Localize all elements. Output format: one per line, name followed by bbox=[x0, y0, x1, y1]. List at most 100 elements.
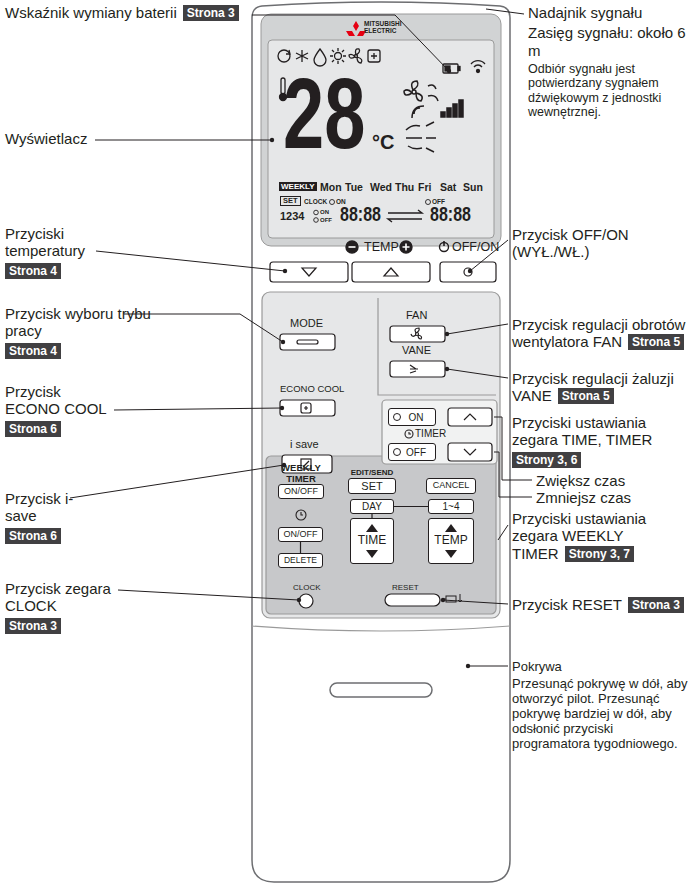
mode-icons bbox=[371, 53, 377, 59]
function-buttons bbox=[390, 326, 445, 342]
function-buttons bbox=[464, 414, 476, 420]
remote-text: ON bbox=[320, 209, 329, 216]
button-label: OFF bbox=[398, 447, 426, 458]
reset-battery-symbol bbox=[444, 594, 462, 602]
leader-dots bbox=[270, 138, 274, 142]
remote-button: TEMP bbox=[428, 518, 474, 564]
time-transfer-arrows bbox=[388, 210, 422, 222]
function-buttons bbox=[385, 594, 440, 606]
callout-text: Przycisk zegara CLOCK bbox=[5, 580, 120, 615]
leader-dots bbox=[281, 340, 285, 344]
top-buttons bbox=[464, 268, 472, 276]
function-buttons bbox=[464, 449, 476, 455]
remote-text: TIMER bbox=[415, 428, 446, 440]
display-clock-glyphs bbox=[330, 200, 335, 205]
button-label: SET bbox=[361, 480, 382, 492]
top-buttons bbox=[270, 262, 496, 282]
function-buttons bbox=[301, 403, 311, 413]
remote-button: DELETE bbox=[278, 553, 323, 568]
callout-text: Przycisk i-save bbox=[5, 490, 85, 525]
weekly-clock-icon bbox=[301, 512, 303, 515]
battery-indicator-icon bbox=[443, 64, 460, 73]
remote-text: ECONO COOL bbox=[280, 384, 344, 395]
cover bbox=[252, 626, 510, 697]
leader-dots bbox=[441, 598, 445, 602]
function-buttons bbox=[448, 443, 492, 461]
leader-lines bbox=[96, 251, 285, 271]
temp-symbols bbox=[403, 244, 410, 251]
function-buttons bbox=[390, 361, 445, 377]
leader-lines bbox=[118, 590, 299, 600]
reset-battery-symbol bbox=[444, 594, 462, 602]
remote-text: CLOCK bbox=[293, 583, 321, 592]
fan-vane-icons bbox=[453, 104, 457, 117]
callout-text: Przyciski ustawiania zegara TIME, TIMER bbox=[512, 414, 662, 449]
battery-indicator-icon bbox=[445, 66, 450, 71]
up-triangle bbox=[445, 524, 457, 532]
leader-dots bbox=[297, 598, 301, 602]
mode-icons bbox=[368, 50, 380, 62]
signal-icon bbox=[471, 61, 485, 67]
leader-dots bbox=[447, 69, 451, 73]
leader-lines bbox=[447, 369, 508, 378]
remote-button: EDIT/SENDSET bbox=[348, 478, 396, 494]
leader-lines bbox=[70, 9, 532, 666]
function-buttons bbox=[410, 365, 418, 373]
battery-indicator-icon bbox=[443, 64, 458, 73]
remote-text: Sun bbox=[463, 181, 483, 193]
page-ref-badge: Strona 3 bbox=[5, 618, 61, 634]
page-ref-badge: Strona 4 bbox=[5, 343, 61, 359]
remote-text: SET bbox=[280, 196, 301, 206]
leader-dots bbox=[280, 406, 284, 410]
display-clock-glyphs bbox=[314, 210, 319, 215]
page-ref-badge: Strony 3, 7 bbox=[565, 546, 634, 562]
top-buttons bbox=[440, 262, 496, 282]
display-bezel bbox=[261, 14, 501, 246]
fan-vane-icons bbox=[404, 81, 463, 152]
up-triangle bbox=[366, 524, 378, 532]
function-buttons bbox=[448, 408, 492, 426]
leader-dots bbox=[466, 664, 470, 668]
callout-text: Wyświetlacz bbox=[5, 130, 87, 147]
leader-lines bbox=[486, 9, 524, 14]
top-buttons bbox=[352, 262, 430, 282]
leader-lines bbox=[468, 666, 508, 667]
callout-text: Zasięg sygnału: około 6 m bbox=[528, 24, 694, 59]
function-buttons bbox=[304, 406, 308, 410]
remote-body bbox=[252, 2, 510, 882]
temperature-digits: 28 bbox=[283, 63, 365, 163]
page-ref-badge: Strona 5 bbox=[558, 388, 614, 404]
note-text: Odbiór sygnału jest potwierdzany sygnałe… bbox=[528, 62, 694, 120]
leader-lines bbox=[114, 408, 282, 410]
fan-vane-icons bbox=[459, 100, 463, 117]
temp-symbols bbox=[400, 241, 412, 253]
temp-symbols bbox=[440, 243, 449, 252]
signal-icon bbox=[477, 70, 480, 73]
page-ref-badge: Strona 3 bbox=[183, 5, 239, 21]
mode-icons bbox=[355, 55, 358, 58]
button-label: 1~4 bbox=[443, 501, 460, 512]
button-label: CANCEL bbox=[433, 481, 470, 491]
remote-text: 88:88 bbox=[430, 203, 471, 226]
connector-line bbox=[300, 542, 301, 553]
remote-text: MODE bbox=[290, 317, 323, 330]
remote-button: CANCEL bbox=[426, 478, 476, 494]
button-panel bbox=[262, 292, 500, 618]
button-panel bbox=[262, 292, 500, 618]
top-buttons bbox=[270, 262, 348, 282]
mode-icons bbox=[278, 50, 290, 62]
callout-text: Przycisk RESET bbox=[512, 596, 622, 613]
fan-vane-icons bbox=[404, 81, 422, 101]
remote-button: WEEKLY TIMERON/OFF bbox=[278, 484, 324, 499]
callout-text: Wskaźnik wymiany baterii bbox=[5, 4, 177, 21]
callout-text: Nadajnik sygnału bbox=[528, 4, 642, 21]
temp-symbols bbox=[346, 241, 358, 253]
callout-text: Zwiększ czas bbox=[536, 472, 625, 489]
fan-vane-icons bbox=[428, 85, 438, 101]
remote-button: ON bbox=[388, 408, 436, 426]
display-bezel bbox=[268, 40, 494, 238]
remote-text: 1234 bbox=[280, 210, 304, 223]
button-label: ON/OFF bbox=[284, 487, 318, 497]
function-buttons bbox=[297, 340, 318, 344]
brand-logo-text: MITSUBISHI ELECTRIC bbox=[364, 21, 408, 34]
